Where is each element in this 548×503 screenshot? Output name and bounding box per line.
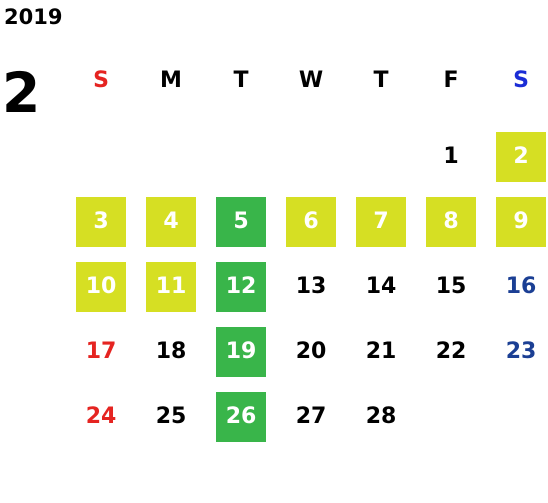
day-cell[interactable]: 20: [276, 319, 346, 384]
day-cell[interactable]: 18: [136, 319, 206, 384]
empty-day-cell: [206, 124, 276, 189]
weekday-header-friday: F: [443, 68, 459, 93]
day-6[interactable]: 6: [286, 196, 336, 247]
day-2[interactable]: 2: [496, 131, 546, 182]
day-13[interactable]: 13: [295, 273, 327, 299]
day-12[interactable]: 12: [216, 261, 266, 312]
day-cell[interactable]: 19: [206, 319, 276, 384]
day-10[interactable]: 10: [76, 261, 126, 312]
day-27[interactable]: 27: [295, 403, 327, 429]
day-cell[interactable]: 25: [136, 384, 206, 449]
weekday-header-monday: M: [160, 68, 182, 93]
day-22[interactable]: 22: [435, 338, 467, 364]
day-cell[interactable]: 7: [346, 189, 416, 254]
day-18[interactable]: 18: [155, 338, 187, 364]
day-cell[interactable]: 22: [416, 319, 486, 384]
day-cell[interactable]: 1: [416, 124, 486, 189]
weekday-header-sunday: S: [93, 68, 109, 93]
day-7[interactable]: 7: [356, 196, 406, 247]
day-1[interactable]: 1: [443, 143, 459, 169]
day-cell[interactable]: 5: [206, 189, 276, 254]
day-28[interactable]: 28: [365, 403, 397, 429]
day-cell[interactable]: 11: [136, 254, 206, 319]
day-cell[interactable]: 13: [276, 254, 346, 319]
calendar-year: 2019: [4, 5, 63, 29]
day-cell[interactable]: 26: [206, 384, 276, 449]
day-cell[interactable]: 23: [486, 319, 548, 384]
day-15[interactable]: 15: [435, 273, 467, 299]
day-14[interactable]: 14: [365, 273, 397, 299]
day-4[interactable]: 4: [146, 196, 196, 247]
weekday-header-wednesday: W: [298, 68, 324, 93]
day-cell[interactable]: 28: [346, 384, 416, 449]
day-20[interactable]: 20: [295, 338, 327, 364]
weekday-header-thursday: T: [373, 68, 389, 93]
day-24[interactable]: 24: [85, 403, 117, 429]
day-21[interactable]: 21: [365, 338, 397, 364]
day-cell[interactable]: 15: [416, 254, 486, 319]
day-cell[interactable]: 4: [136, 189, 206, 254]
day-cell[interactable]: 2: [486, 124, 548, 189]
day-cell[interactable]: 14: [346, 254, 416, 319]
day-cell[interactable]: 16: [486, 254, 548, 319]
day-8[interactable]: 8: [426, 196, 476, 247]
day-19[interactable]: 19: [216, 326, 266, 377]
day-cell[interactable]: 3: [66, 189, 136, 254]
weekday-header-tuesday: T: [233, 68, 249, 93]
day-cell[interactable]: 6: [276, 189, 346, 254]
day-11[interactable]: 11: [146, 261, 196, 312]
empty-day-cell: [276, 124, 346, 189]
day-cell[interactable]: 12: [206, 254, 276, 319]
day-cell[interactable]: 21: [346, 319, 416, 384]
empty-day-cell: [346, 124, 416, 189]
day-cell[interactable]: 10: [66, 254, 136, 319]
day-26[interactable]: 26: [216, 391, 266, 442]
day-16[interactable]: 16: [505, 273, 537, 299]
day-25[interactable]: 25: [155, 403, 187, 429]
empty-day-cell: [66, 124, 136, 189]
day-cell[interactable]: 27: [276, 384, 346, 449]
day-cell[interactable]: 8: [416, 189, 486, 254]
day-cell[interactable]: 17: [66, 319, 136, 384]
day-cell[interactable]: 9: [486, 189, 548, 254]
day-23[interactable]: 23: [505, 338, 537, 364]
day-5[interactable]: 5: [216, 196, 266, 247]
calendar-month: 2: [2, 61, 41, 125]
day-cell[interactable]: 24: [66, 384, 136, 449]
weekday-header-saturday: S: [513, 68, 529, 93]
day-3[interactable]: 3: [76, 196, 126, 247]
day-17[interactable]: 17: [85, 338, 117, 364]
empty-day-cell: [136, 124, 206, 189]
day-9[interactable]: 9: [496, 196, 546, 247]
